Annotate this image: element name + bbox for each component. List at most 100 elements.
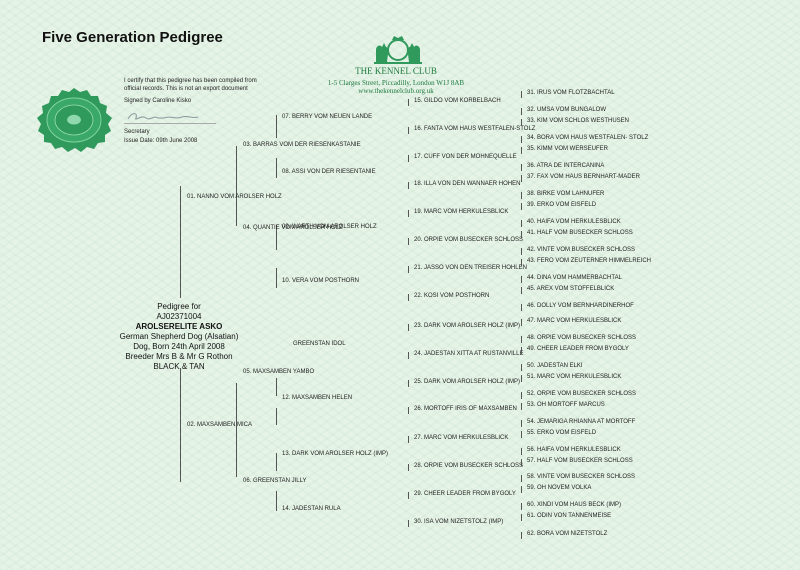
bracket-mark [408,294,409,301]
sex-born: Dog, Born 24th April 2008 [133,342,225,351]
gen4-ancestor: 23. DARK VOM AROLSER HOLZ (IMP) [414,323,521,329]
bracket-mark [521,192,522,199]
kennel-club-seal [32,86,116,154]
gen5-ancestor: 49. CHEER LEADER FROM BYGOLY [527,346,629,352]
gen5-ancestor: 51. MARC VOM HERKULESBLICK [527,374,622,380]
gen4-ancestor: 24. JADESTAN XITTA AT RUSTANVILLE [414,351,524,357]
bracket-mark [408,99,409,106]
bracket-mark [521,164,522,171]
grandparent: 04. QUANTIE VOM AROLSER HOLZ [243,225,343,231]
gen4-ancestor: 22. KOSI VOM POSTHORN [414,293,490,299]
gen5-ancestor: 35. KIMM VOM WERSEUFER [527,146,609,152]
bracket-mark [521,108,522,115]
bracket-mark [521,364,522,371]
bracket-mark [521,448,522,455]
bracket-mark [521,392,522,399]
gen5-ancestor: 37. FAX VOM HAUS BERNHART-MADER [527,174,640,180]
gen4-ancestor: 21. JASSO VON DEN TREISER HOHLEN [414,265,527,271]
signed-by: Signed by Caroline Kisko [124,98,192,104]
kennel-club-website: www.thekennelclub.org.uk [358,87,434,95]
gen5-ancestor: 38. BIRKE VOM LAHNUFER [527,191,605,197]
bracket-mark [521,287,522,294]
great-grandparent: 09. WARTH VOM AROLSER HOLZ [282,224,377,230]
bracket-mark [408,436,409,443]
bracket-mark [408,352,409,359]
gen5-ancestor: 48. ORPIE VOM BUSECKER SCHLOSS [527,335,637,341]
subject-dog: Pedigree for AJ02371004 AROLSERELITE ASK… [104,302,254,372]
bracket-mark [521,431,522,438]
bracket-mark [408,210,409,217]
great-grandparent: 10. VERA VOM POSTHORN [282,278,360,284]
gen5-ancestor: 39. ERKO VOM EISFELD [527,202,597,208]
gen4-ancestor: 25. DARK VOM AROLSER HOLZ (IMP) [414,379,521,385]
page-title: Five Generation Pedigree [42,29,223,46]
gen5-ancestor: 44. DINA VOM HAMMERBACHTAL [527,275,622,281]
bracket-mark [521,375,522,382]
gen5-ancestor: 59. OH NOVEM VOLKA [527,485,592,491]
gen5-ancestor: 36. ATRA DE INTERCANINA [527,163,605,169]
gen4-ancestor: 30. ISA VOM NIZETSTOLZ (IMP) [414,519,504,525]
great-grandparent: 14. JADESTAN RULA [282,506,341,512]
great-grandparent: 12. MAXSAMBEN HELEN [282,395,353,401]
bracket-mark [521,347,522,354]
kennel-club-name: THE KENNEL CLUB [355,66,437,76]
gen5-ancestor: 55. ERKO VOM EISFELD [527,430,597,436]
gen5-ancestor: 32. UMSA VOM BUNGALOW [527,107,607,113]
bracket-mark [408,182,409,189]
gen5-ancestor: 40. HAIFA VOM HERKULESBLICK [527,219,621,225]
gen5-ancestor: 57. HALF VOM BUSECKER SCHLOSS [527,458,633,464]
gen5-ancestor: 60. XINDI VOM HAUS BECK (IMP) [527,502,622,508]
gen5-ancestor: 62. BORA VOM NIZETSTOLZ [527,531,608,537]
certification-line-1: I certify that this pedigree has been co… [124,78,257,84]
gen5-ancestor: 61. ODIN VON TANNENMEISE [527,513,612,519]
gen4-ancestor: 28. ORPIE VOM BUSECKER SCHLOSS [414,463,524,469]
bracket-mark [521,203,522,210]
bracket-mark [408,324,409,331]
gen4-ancestor: 19. MARC VOM HERKULESBLICK [414,209,509,215]
breeder: Breeder Mrs B & Mr G Rothon [125,352,233,361]
bracket-mark [408,238,409,245]
bracket-mark [521,304,522,311]
gen5-ancestor: 53. OH MORTOFF MARCUS [527,402,605,408]
grandparent: 06. GREENSTAN JILLY [243,478,307,484]
bracket-mark [521,147,522,154]
bracket-mark [408,266,409,273]
gen5-ancestor: 41. HALF VOM BUSECKER SCHLOSS [527,230,633,236]
gen5-ancestor: 58. VINTE VOM BUSECKER SCHLOSS [527,474,636,480]
gen4-ancestor: 20. ORPIE VOM BUSECKER SCHLOSS [414,237,524,243]
issue-date: Issue Date: 09th June 2008 [124,138,198,144]
bracket-mark [521,276,522,283]
bracket-mark [521,136,522,143]
gen5-ancestor: 43. FERO VOM ZEUTERNER HIMMELREICH [527,258,652,264]
bracket-mark [521,119,522,126]
bracket-mark [521,220,522,227]
gen4-ancestor: 18. ILLA VON DEN WANNAER HOHEN [414,181,521,187]
dog-name: AROLSERELITE ASKO [135,322,223,331]
bracket-mark [521,503,522,510]
kennel-club-logo [370,34,426,66]
bracket-mark [521,248,522,255]
gen5-ancestor: 56. HAIFA VOM HERKULESBLICK [527,447,621,453]
gen5-ancestor: 45. AREX VOM STOFFELBLICK [527,286,615,292]
bracket-mark [521,259,522,266]
bracket-mark [408,464,409,471]
gen5-ancestor: 47. MARC VOM HERKULESBLICK [527,318,622,324]
bracket-mark [408,155,409,162]
gen4-ancestor: 17. CUFF VON DER MOHNEQUELLE [414,154,517,160]
gen5-ancestor: 50. JADESTAN ELKI [527,363,583,369]
certification-line-2: official records. This is not an export … [124,86,248,92]
gen4-ancestor: 29. CHEER LEADER FROM BYGOLY [414,491,516,497]
great-grandparent: 13. DARK VOM AROLSER HOLZ (IMP) [282,451,389,457]
bracket-mark [521,319,522,326]
gen5-ancestor: 33. KIM VOM SCHLOß WESTHUSEN [527,118,630,124]
great-grandparent: 08. ASSI VON DER RIESENTANIE [282,169,376,175]
bracket-mark [521,336,522,343]
bracket-mark [408,127,409,134]
dam: 02. MAXSAMBEN MICA [187,422,253,428]
colour: BLACK & TAN [153,362,205,371]
signature [124,110,216,124]
bracket-mark [408,492,409,499]
gen5-ancestor: 34. BORA VOM HAUS WESTFALEN- STOLZ [527,135,649,141]
bracket-mark [521,231,522,238]
